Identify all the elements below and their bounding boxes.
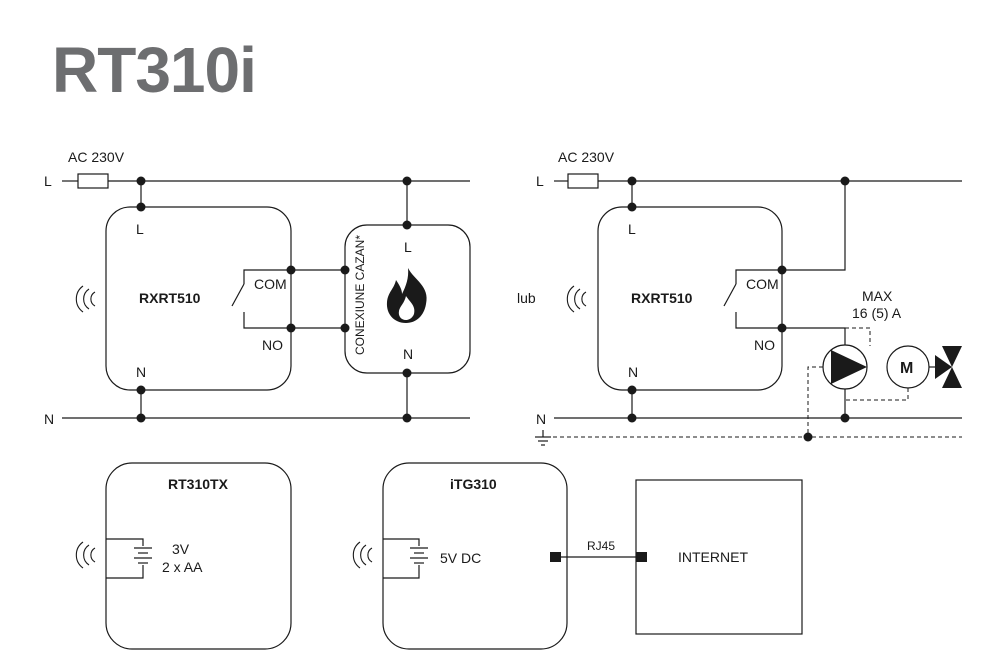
right-com-to-l	[782, 181, 846, 271]
right-line-n-label: N	[536, 411, 546, 427]
junction-dot	[402, 413, 412, 423]
right-wiring-diagram: AC 230V L N RXRT510 L N COM NO	[535, 149, 962, 446]
gateway-rj45-port	[550, 552, 561, 562]
right-pump-earth	[807, 366, 823, 437]
left-line-n-label: N	[44, 411, 54, 427]
junction-dot	[136, 202, 146, 212]
right-relay-no-wire	[735, 312, 782, 329]
junction-dot	[840, 413, 850, 423]
junction-dot	[340, 265, 350, 275]
or-label: lub	[517, 290, 536, 306]
boiler-term-l: L	[404, 239, 412, 255]
thermostat-box	[105, 462, 292, 650]
junction-dot	[803, 432, 813, 442]
gateway-block: iTG310 5V DC	[352, 462, 568, 650]
junction-dot	[402, 220, 412, 230]
internet-port	[636, 552, 647, 562]
right-supply-label: AC 230V	[558, 149, 615, 165]
junction-dot	[402, 368, 412, 378]
right-receiver-term-l: L	[628, 221, 636, 237]
left-receiver-no: NO	[262, 337, 283, 353]
motor-icon: M	[886, 345, 930, 389]
right-no-to-pump	[782, 327, 846, 346]
left-wireless-icon	[75, 285, 96, 313]
boiler-connection-label: CONEXIUNE CAZAN*	[353, 235, 367, 355]
right-relay-contact	[723, 283, 737, 307]
left-relay-com-wire	[243, 269, 291, 284]
gateway-power: 5V DC	[440, 550, 481, 566]
junction-dot	[136, 413, 146, 423]
junction-dot	[840, 176, 850, 186]
thermostat-batteries: 2 x AA	[162, 559, 203, 575]
max-label: MAX	[862, 288, 893, 304]
right-fuse	[567, 173, 599, 189]
page-title: RT310i	[52, 34, 256, 106]
valve-icon	[935, 346, 962, 388]
gateway-box	[382, 462, 568, 650]
left-line-l-label: L	[44, 173, 52, 189]
junction-dot	[627, 385, 637, 395]
boiler-term-n: N	[403, 346, 413, 362]
thermostat-block: RT310TX 3V 2 x AA	[75, 462, 292, 650]
internet-label: INTERNET	[678, 549, 748, 565]
battery-icon	[106, 538, 152, 579]
right-receiver-term-n: N	[628, 364, 638, 380]
thermostat-voltage: 3V	[172, 541, 190, 557]
left-relay-no-wire	[243, 312, 291, 329]
left-receiver-term-l: L	[136, 221, 144, 237]
right-line-l-label: L	[536, 173, 544, 189]
left-receiver-com: COM	[254, 276, 287, 292]
right-wireless-icon	[566, 285, 587, 313]
left-supply-label: AC 230V	[68, 149, 125, 165]
right-receiver-com: COM	[746, 276, 779, 292]
power-supply-icon	[383, 538, 428, 579]
junction-dot	[627, 413, 637, 423]
junction-dot	[136, 176, 146, 186]
thermostat-wireless-icon	[75, 541, 96, 569]
left-relay-contact	[231, 283, 245, 307]
junction-dot	[136, 385, 146, 395]
left-receiver-term-n: N	[136, 364, 146, 380]
junction-dot	[286, 323, 296, 333]
junction-dot	[402, 176, 412, 186]
internet-block: INTERNET	[635, 479, 803, 635]
motor-label: M	[900, 360, 913, 377]
thermostat-name: RT310TX	[168, 476, 229, 492]
right-motor-neutral	[845, 388, 909, 401]
gateway-name: iTG310	[450, 476, 497, 492]
rating-label: 16 (5) A	[852, 305, 902, 321]
junction-dot	[627, 202, 637, 212]
left-fuse	[77, 173, 109, 189]
rj45-label: RJ45	[587, 539, 615, 553]
right-relay-com-wire	[735, 269, 782, 284]
right-receiver-no: NO	[754, 337, 775, 353]
junction-dot	[286, 265, 296, 275]
right-receiver-name: RXRT510	[631, 290, 693, 306]
right-receiver-box	[597, 206, 783, 391]
ground-icon	[535, 430, 551, 446]
junction-dot	[777, 323, 787, 333]
left-wiring-diagram: AC 230V L N RXRT510 L N COM NO	[44, 149, 471, 427]
junction-dot	[627, 176, 637, 186]
right-alt-phase	[845, 327, 871, 346]
left-receiver-name: RXRT510	[139, 290, 201, 306]
pump-icon	[822, 344, 868, 390]
gateway-wireless-icon	[352, 541, 373, 569]
left-receiver-box	[105, 206, 292, 391]
internet-box	[635, 479, 803, 635]
junction-dot	[340, 323, 350, 333]
flame-icon	[386, 268, 427, 323]
junction-dot	[777, 265, 787, 275]
